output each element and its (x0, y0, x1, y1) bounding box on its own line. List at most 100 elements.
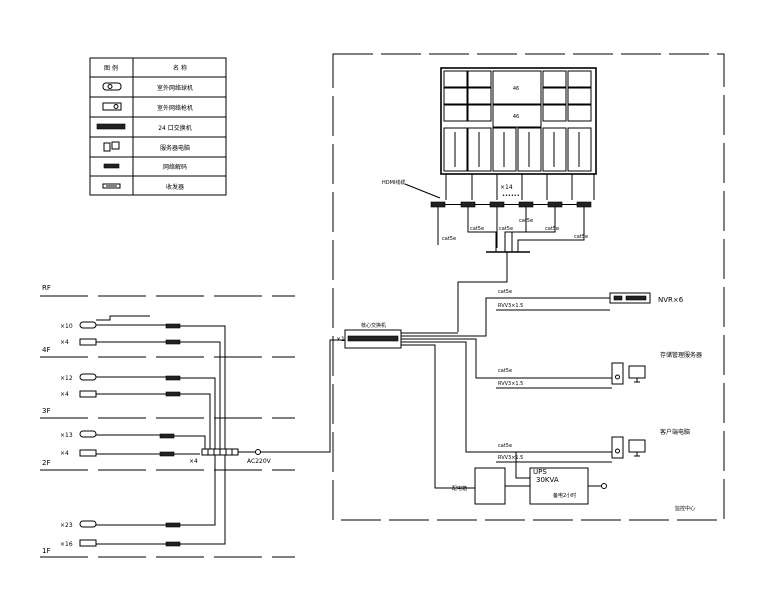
cable-tag: cat5e (499, 226, 513, 232)
decoder-count: ×14 (500, 184, 513, 191)
legend-header-name: 名 称 (173, 64, 187, 72)
ups-rating: 30KVA (536, 476, 559, 484)
monitor-icon (628, 365, 646, 379)
cable-tag: cat5e (545, 226, 559, 232)
server-pc-icon (611, 436, 624, 459)
floor-lines: RF 4F 3F 2F 1F (40, 284, 295, 558)
legend-row-name: 室外网络枪机 (157, 104, 193, 112)
server-pc-icon (611, 362, 624, 385)
floor-label-4f: 4F (42, 346, 50, 354)
bullet-camera-icon (79, 449, 97, 457)
decoder-icon (430, 201, 446, 208)
ac-power-label: AC220V (247, 458, 272, 465)
storage-server: 存储管理服务器 cat5e RVV3×1.5 (496, 351, 702, 389)
fiber-transceiver-icon (165, 339, 181, 345)
decoder-icon (518, 201, 534, 208)
floor-label-rf: RF (42, 284, 51, 292)
decoder-icon (547, 201, 563, 208)
floor-label-3f: 3F (42, 407, 50, 415)
camera-count: ×23 (60, 522, 73, 529)
floor-1f-cameras: ×23 ×16 (60, 452, 226, 548)
dome-camera-icon (79, 430, 97, 438)
poe-switch-icon (96, 123, 126, 130)
control-room-boundary: 监控中心 (332, 53, 725, 521)
backup-time: 备电2小时 (553, 492, 576, 499)
server-pc-icon (103, 141, 120, 152)
bullet-camera-icon (102, 102, 122, 111)
fiber-transceiver-icon (159, 451, 175, 457)
cable-tag: cat5e (574, 234, 588, 240)
legend-table: 图 例 名 称 室外网络球机 室外网络枪机 24 口交换机 服务器电脑 网络解 (89, 57, 227, 196)
client-pc-label: 客户端电脑 (660, 428, 690, 436)
server-cable: cat5e (498, 368, 512, 374)
video-wall-tag: 46 (513, 114, 519, 120)
client-cable: cat5e (498, 443, 512, 449)
camera-count: ×13 (60, 432, 73, 439)
ups-title: UPS (533, 468, 547, 476)
floor-3f-cameras: ×12 ×4 (60, 373, 216, 452)
bullet-camera-icon (79, 390, 97, 398)
decoder-dots: •••••• (502, 193, 520, 199)
floor-label-2f: 2F (42, 459, 50, 467)
dome-camera-icon (79, 321, 97, 329)
legend-row-name: 网络解码 (163, 163, 187, 171)
legend-row-name: 室外网络球机 (157, 84, 193, 92)
fiber-transceiver-icon (102, 183, 121, 189)
cable-tag: cat5e (442, 236, 456, 242)
camera-count: ×4 (60, 391, 69, 398)
hdmi-cable-label: HDMI线缆 (382, 179, 405, 186)
camera-count: ×12 (60, 375, 73, 382)
video-wall: 46 46 (440, 67, 597, 200)
nvr-cable: cat5e (498, 289, 512, 295)
decoder-icon (489, 201, 505, 208)
storage-server-label: 存储管理服务器 (660, 351, 702, 359)
floor-2f-cameras: ×13 ×4 (60, 430, 206, 457)
fiber-transceiver-icon (165, 522, 181, 528)
fiber-transceiver-icon (165, 541, 181, 547)
bullet-camera-icon (79, 338, 97, 346)
power-distribution-box (474, 467, 506, 505)
video-wall-tag: 46 (513, 86, 519, 92)
nvr-unit: NVR×6 cat5e RVV3×1.5 (496, 289, 684, 311)
fiber-transceiver-icon (165, 375, 181, 381)
power-terminal (601, 483, 607, 489)
server-power: RVV3×1.5 (498, 381, 523, 387)
fiber-transceiver-icon (159, 433, 175, 439)
camera-count: ×4 (60, 450, 69, 457)
fiber-transceiver-icon (165, 391, 181, 397)
core-switch-count: ×1 (336, 336, 345, 343)
dome-camera-icon (79, 373, 97, 381)
power-system: 配电箱 UPS 30KVA 备电2小时 (452, 452, 607, 505)
transceiver-rack: ×4 AC220V (189, 339, 345, 465)
decoder-icon (103, 163, 120, 169)
camera-count: ×4 (60, 339, 69, 346)
transceiver-count: ×4 (189, 458, 198, 465)
cable-tag: cat5e (519, 218, 533, 224)
power-dist-label: 配电箱 (452, 485, 467, 492)
core-switch-label: 核心交换机 (361, 322, 386, 329)
decoder-icon (460, 201, 476, 208)
legend-row-name: 服务器电脑 (160, 144, 190, 152)
decoder-icon (576, 201, 592, 208)
dome-camera-icon (79, 520, 97, 528)
client-pc: 客户端电脑 cat5e RVV3×1.5 (496, 428, 690, 463)
bullet-camera-icon (79, 539, 97, 547)
cable-tag: cat5e (470, 226, 484, 232)
client-power: RVV3×1.5 (498, 455, 523, 461)
floor-4f-cameras: ×10 ×4 (60, 315, 226, 452)
legend-row-name: 收发器 (166, 183, 184, 191)
legend-row-name: 24 口交换机 (158, 124, 192, 132)
dome-camera-icon (102, 82, 122, 91)
monitor-icon (628, 439, 646, 453)
floor-label-1f: 1F (42, 547, 50, 555)
control-room-label: 监控中心 (675, 505, 695, 512)
legend-header-symbol: 图 例 (104, 64, 118, 72)
camera-count: ×10 (60, 323, 73, 330)
fiber-transceiver-icon (165, 323, 181, 329)
decoder-row: HDMI线缆 ×14 •••••• cat5e cat5e cat5e cat5… (382, 179, 592, 332)
camera-count: ×16 (60, 541, 73, 548)
nvr-label: NVR×6 (658, 296, 684, 304)
nvr-power: RVV3×1.5 (498, 303, 523, 309)
core-switch: 核心交换机 ×1 (336, 297, 612, 489)
